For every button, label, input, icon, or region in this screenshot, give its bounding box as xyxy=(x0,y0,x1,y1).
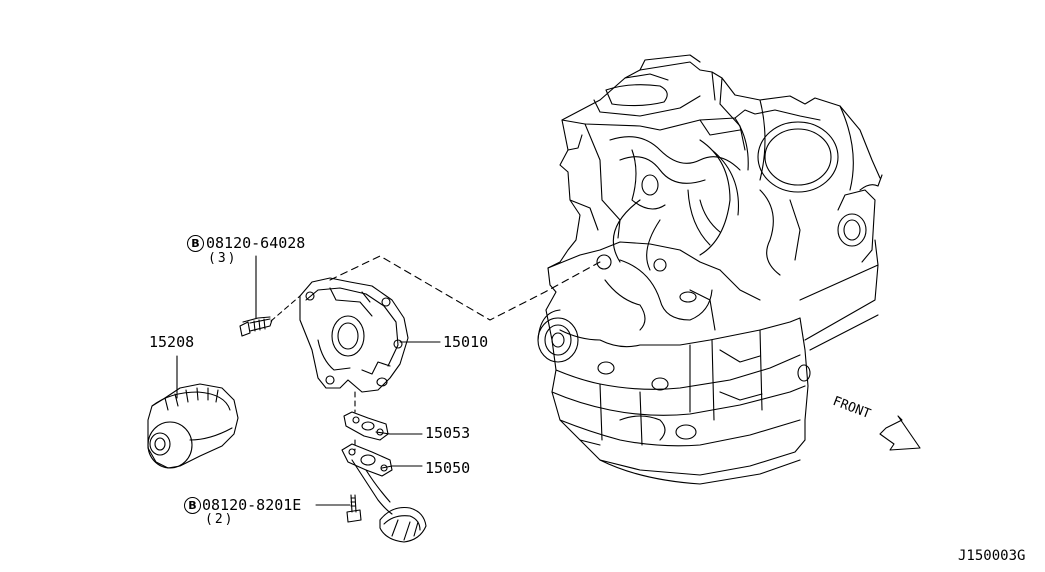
bolt-circle-b-lower: B xyxy=(184,497,201,514)
oil-filter xyxy=(147,383,239,469)
install-dash-line xyxy=(329,255,601,321)
qty-bolt-lower: (2) xyxy=(205,512,235,527)
bolt-dash-line xyxy=(270,295,301,322)
leader-lines xyxy=(176,255,441,506)
figure-code: J150003G xyxy=(958,548,1026,564)
part-number-oil-pump: 15010 xyxy=(443,333,489,351)
bolt-lower xyxy=(346,494,362,523)
bolt-upper xyxy=(239,316,273,337)
oil-pump xyxy=(299,277,409,393)
part-number-bolt-lower: 08120-8201E xyxy=(202,496,302,514)
bolt-circle-b-upper: B xyxy=(187,235,204,252)
oil-strainer xyxy=(341,443,427,543)
part-number-strainer: 15050 xyxy=(425,459,471,477)
part-number-oil-filter: 15208 xyxy=(149,333,195,351)
front-arrow-icon xyxy=(879,415,921,451)
part-number-gasket: 15053 xyxy=(425,424,471,442)
engine-block xyxy=(537,54,883,485)
gasket xyxy=(343,411,389,441)
qty-bolt-upper: (3) xyxy=(208,251,238,266)
part-number-bolt-upper: 08120-64028 xyxy=(206,234,306,252)
